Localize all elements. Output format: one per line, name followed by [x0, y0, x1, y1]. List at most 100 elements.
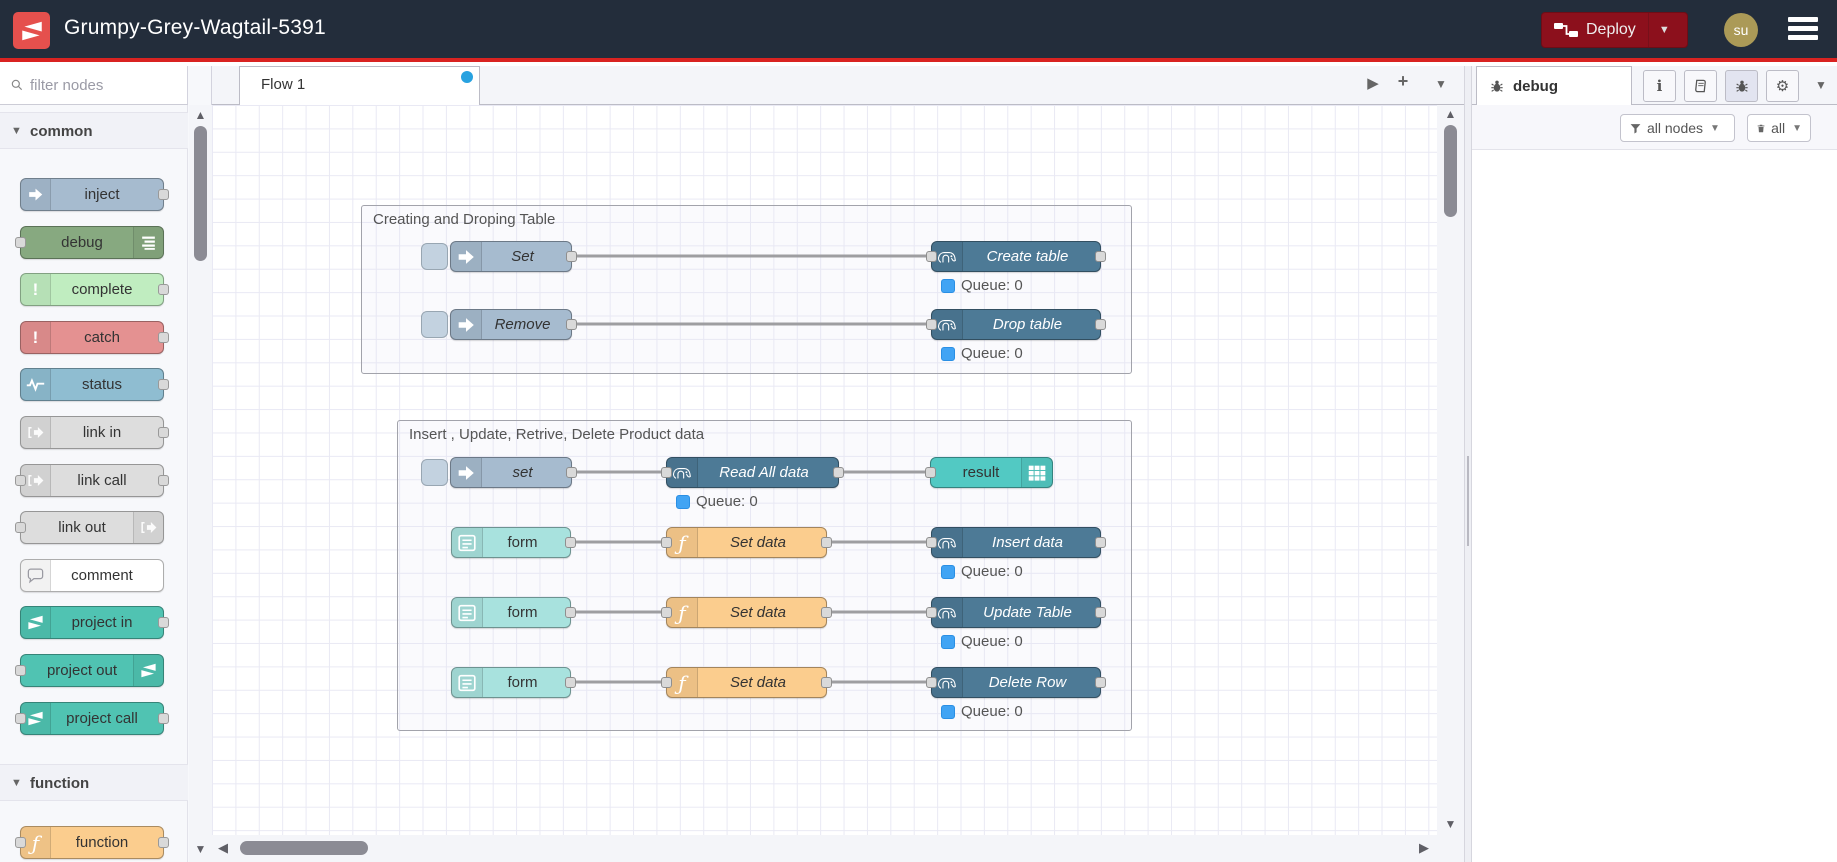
output-port[interactable] [1095, 319, 1106, 330]
palette-filter-input[interactable] [30, 76, 170, 94]
flow-node-insert-data[interactable]: Insert data [926, 527, 1106, 558]
flow-node-create-table[interactable]: Create table [926, 241, 1106, 272]
flow-node-set-data-2[interactable]: ƒ Set data [661, 597, 832, 628]
flow-node-update-table[interactable]: Update Table [926, 597, 1106, 628]
canvas-horizontal-scrollbar[interactable]: ◀ ▶ [212, 835, 1437, 862]
input-port[interactable] [661, 467, 672, 478]
scroll-down-icon[interactable]: ▼ [1444, 817, 1457, 831]
output-port[interactable] [566, 319, 577, 330]
flow-node-inject-set[interactable]: Set [450, 241, 577, 272]
output-port[interactable] [1095, 677, 1106, 688]
tab-flow-1[interactable]: Flow 1 [239, 66, 480, 105]
output-port[interactable] [821, 607, 832, 618]
palette-node-link-in[interactable]: link in [20, 416, 169, 449]
inject-button[interactable] [421, 243, 448, 270]
deploy-options-caret[interactable]: ▼ [1658, 24, 1670, 36]
input-port[interactable] [926, 537, 937, 548]
output-port[interactable] [821, 677, 832, 688]
palette-node-inject[interactable]: inject [20, 178, 169, 211]
scroll-down-icon[interactable]: ▼ [194, 842, 207, 856]
palette-node-complete[interactable]: ! complete [20, 273, 169, 306]
input-port[interactable] [15, 237, 26, 248]
input-port[interactable] [925, 467, 936, 478]
output-port[interactable] [158, 284, 169, 295]
debug-tab-button[interactable] [1725, 70, 1758, 102]
flow-node-result-table[interactable]: result [925, 457, 1053, 488]
input-port[interactable] [15, 665, 26, 676]
palette-node-link-out[interactable]: link out [15, 511, 164, 544]
tab-debug[interactable]: debug [1476, 66, 1632, 105]
canvas-grid[interactable]: Creating and Droping Table Set Create ta… [212, 105, 1437, 835]
input-port[interactable] [926, 319, 937, 330]
inject-button[interactable] [421, 459, 448, 486]
flow-node-form-2[interactable]: form [451, 597, 576, 628]
palette-node-project-call[interactable]: project call [15, 702, 169, 735]
palette-node-debug[interactable]: debug [15, 226, 164, 259]
input-port[interactable] [926, 607, 937, 618]
flow-node-set-data-3[interactable]: ƒ Set data [661, 667, 832, 698]
inject-button[interactable] [421, 311, 448, 338]
flow-node-drop-table[interactable]: Drop table [926, 309, 1106, 340]
output-port[interactable] [566, 467, 577, 478]
flow-node-set-data-1[interactable]: ƒ Set data [661, 527, 832, 558]
output-port[interactable] [565, 677, 576, 688]
input-port[interactable] [661, 677, 672, 688]
input-port[interactable] [15, 837, 26, 848]
output-port[interactable] [158, 713, 169, 724]
wires[interactable] [212, 105, 1437, 835]
palette-scrollbar[interactable]: ▲ ▼ [189, 105, 212, 862]
tab-scroll-right-button[interactable]: ▶ [1367, 75, 1379, 92]
input-port[interactable] [926, 677, 937, 688]
scroll-left-icon[interactable]: ◀ [218, 840, 228, 855]
main-menu-button[interactable] [1788, 17, 1818, 45]
output-port[interactable] [821, 537, 832, 548]
palette-node-status[interactable]: status [20, 368, 169, 401]
palette-node-link-call[interactable]: link call [15, 464, 169, 497]
output-port[interactable] [565, 537, 576, 548]
output-port[interactable] [158, 475, 169, 486]
flow-node-form-1[interactable]: form [451, 527, 576, 558]
output-port[interactable] [1095, 251, 1106, 262]
sidebar-tabs-caret[interactable]: ▼ [1815, 78, 1827, 92]
input-port[interactable] [15, 522, 26, 533]
palette-node-project-in[interactable]: project in [20, 606, 169, 639]
output-port[interactable] [158, 837, 169, 848]
output-port[interactable] [1095, 537, 1106, 548]
output-port[interactable] [566, 251, 577, 262]
group-creating-dropping-table[interactable]: Creating and Droping Table [361, 205, 1132, 374]
palette-node-comment[interactable]: comment [20, 559, 164, 592]
help-tab-button[interactable] [1684, 70, 1717, 102]
output-port[interactable] [158, 379, 169, 390]
canvas-vertical-scrollbar[interactable]: ▲ ▼ [1437, 105, 1464, 835]
flow-node-delete-row[interactable]: Delete Row [926, 667, 1106, 698]
debug-filter-button[interactable]: all nodes ▼ [1620, 114, 1735, 142]
config-tab-button[interactable]: ⚙ [1766, 70, 1799, 102]
scroll-right-icon[interactable]: ▶ [1419, 840, 1429, 855]
palette-category-function[interactable]: ▼ function [0, 764, 188, 801]
output-port[interactable] [158, 427, 169, 438]
debug-messages-panel[interactable] [1472, 150, 1837, 862]
scroll-up-icon[interactable]: ▲ [1444, 107, 1457, 121]
input-port[interactable] [15, 475, 26, 486]
flow-node-inject-remove[interactable]: Remove [450, 309, 577, 340]
vertical-scrollbar-thumb[interactable] [1444, 125, 1457, 217]
palette-node-catch[interactable]: ! catch [20, 321, 169, 354]
info-tab-button[interactable]: i [1643, 70, 1676, 102]
palette-scrollbar-thumb[interactable] [194, 126, 207, 261]
add-flow-button[interactable]: + [1397, 71, 1409, 91]
flow-node-inject-set2[interactable]: set [450, 457, 577, 488]
horizontal-scrollbar-thumb[interactable] [240, 841, 368, 855]
debug-clear-button[interactable]: all ▼ [1747, 114, 1811, 142]
user-avatar[interactable]: su [1724, 13, 1758, 47]
flow-node-read-all-data[interactable]: Read All data [661, 457, 844, 488]
input-port[interactable] [15, 713, 26, 724]
flow-list-caret[interactable]: ▼ [1435, 77, 1447, 91]
palette-node-project-out[interactable]: project out [15, 654, 164, 687]
input-port[interactable] [661, 537, 672, 548]
output-port[interactable] [158, 332, 169, 343]
canvas[interactable]: Creating and Droping Table Set Create ta… [212, 105, 1464, 862]
sidebar-resize-handle[interactable] [1464, 66, 1472, 862]
flow-node-form-3[interactable]: form [451, 667, 576, 698]
input-port[interactable] [926, 251, 937, 262]
output-port[interactable] [158, 617, 169, 628]
